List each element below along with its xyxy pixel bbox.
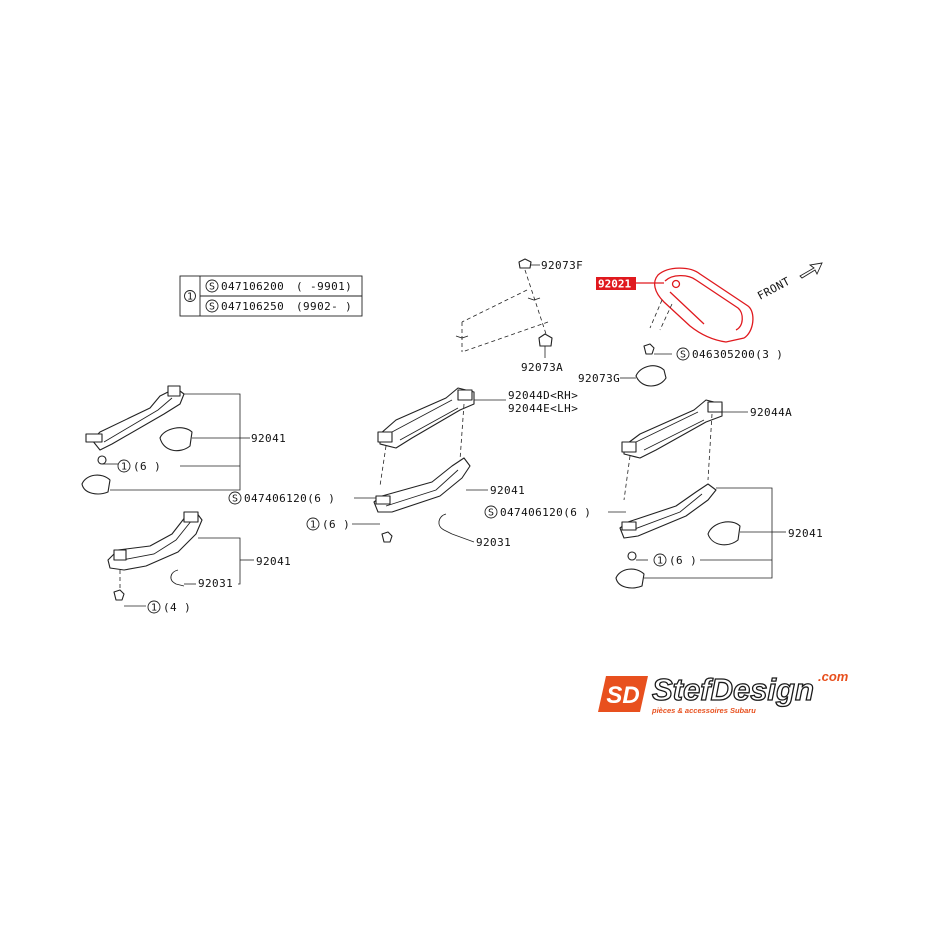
label-92044D: 92044D<RH> bbox=[508, 389, 578, 402]
label-92044E: 92044E<LH> bbox=[508, 402, 578, 415]
label-047406120-center-code: S bbox=[232, 494, 238, 505]
label-92031-left: 92031 bbox=[198, 577, 233, 590]
label-ref-left-top: (6 ) bbox=[133, 460, 161, 473]
label-92031-center: 92031 bbox=[476, 536, 511, 549]
ref-1-left-bottom: 1 bbox=[151, 603, 157, 614]
label-92041-center: 92041 bbox=[490, 484, 525, 497]
assist-grip-left-bottom: 1 (4 ) 92031 92041 bbox=[107, 511, 291, 614]
legend-key: 1 bbox=[187, 292, 193, 303]
label-92073G: 92073G bbox=[578, 372, 620, 385]
assist-grip-center: 92044D<RH> 92044E<LH> 92041 S 047406120(… bbox=[228, 387, 578, 549]
label-92041-left-bottom: 92041 bbox=[256, 555, 291, 568]
visor-hook-group: 92073F 92073A bbox=[455, 258, 583, 374]
legend-table: 1 S 047106200 ( -9901) S 047106250 (9902… bbox=[179, 275, 363, 317]
brand-name: StefDesign bbox=[652, 672, 814, 707]
legend-row-1-range: ( -9901) bbox=[296, 280, 352, 293]
brand-mark: SD bbox=[606, 682, 639, 709]
label-92041-right: 92041 bbox=[788, 527, 823, 540]
legend-row-2-range: (9902- ) bbox=[296, 300, 352, 313]
brand-logo-badge bbox=[598, 676, 648, 712]
label-047406120-right-code: S bbox=[488, 508, 494, 519]
label-front: FRONT bbox=[755, 275, 792, 303]
legend-row-2-part: 047106250 bbox=[221, 300, 284, 313]
ref-1-left-top: 1 bbox=[121, 462, 127, 473]
label-046305200: 046305200(3 ) bbox=[692, 348, 783, 361]
brand-domain: .com bbox=[818, 669, 849, 684]
legend-row-1-part: 047106200 bbox=[221, 280, 284, 293]
label-92044A: 92044A bbox=[750, 406, 792, 419]
brand-logo: SD StefDesign .com pièces & accessoires … bbox=[598, 669, 849, 715]
assist-grip-right: 92044A S 047406120(6 ) 1 (6 ) 92041 bbox=[484, 399, 823, 589]
label-92073F: 92073F bbox=[541, 259, 583, 272]
label-92073A: 92073A bbox=[521, 361, 563, 374]
label-ref-right: (6 ) bbox=[669, 554, 697, 567]
rear-view-mirror-group: 92021 S 046305200(3 ) 92073G FRONT bbox=[578, 262, 823, 387]
front-direction-arrow: FRONT bbox=[755, 262, 823, 303]
highlight-box-92021 bbox=[596, 277, 636, 290]
assist-grip-left-top: 92041 1 (6 ) bbox=[81, 385, 286, 495]
label-047406120-right: 047406120(6 ) bbox=[500, 506, 591, 519]
legend-row-2-code: S bbox=[209, 302, 215, 313]
ref-1-right: 1 bbox=[657, 556, 663, 567]
label-92021: 92021 bbox=[598, 278, 631, 291]
label-92041-left-top: 92041 bbox=[251, 432, 286, 445]
label-046305200-code: S bbox=[680, 350, 686, 361]
brand-tagline: pièces & accessoires Subaru bbox=[651, 706, 756, 715]
label-ref-center: (6 ) bbox=[322, 518, 350, 531]
label-047406120-center: 047406120(6 ) bbox=[244, 492, 335, 505]
label-ref-left-bottom: (4 ) bbox=[163, 601, 191, 614]
legend-row-1-code: S bbox=[209, 282, 215, 293]
ref-1-center: 1 bbox=[310, 520, 316, 531]
